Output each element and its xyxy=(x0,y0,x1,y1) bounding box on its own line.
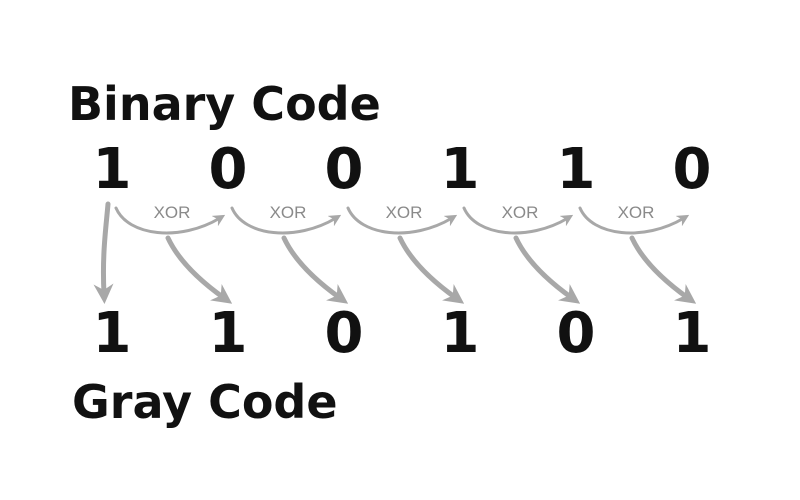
xor-label-2: XOR xyxy=(386,203,423,222)
binary-code-label: Binary Code xyxy=(68,77,381,131)
xor-arrows: XOR XOR XOR XOR XOR xyxy=(93,201,697,304)
binary-digit-0: 1 xyxy=(93,137,132,202)
gray-digit-1: 1 xyxy=(209,301,248,366)
binary-digit-4: 1 xyxy=(557,137,596,202)
result-arrow-4 xyxy=(513,235,581,304)
xor-arrow-1 xyxy=(230,206,342,235)
xor-arrow-0 xyxy=(114,206,226,235)
gray-code-digits: 1 1 0 1 0 1 xyxy=(93,301,712,366)
result-arrow-5 xyxy=(629,235,697,304)
result-arrow-1 xyxy=(165,235,233,304)
xor-label-0: XOR xyxy=(154,203,191,222)
binary-code-digits: 1 0 0 1 1 0 xyxy=(93,137,712,202)
gray-digit-3: 1 xyxy=(441,301,480,366)
gray-code-label: Gray Code xyxy=(72,375,338,429)
xor-arrow-3 xyxy=(462,206,574,235)
gray-digit-5: 1 xyxy=(673,301,712,366)
binary-digit-5: 0 xyxy=(673,137,712,202)
binary-digit-1: 0 xyxy=(209,137,248,202)
binary-digit-3: 1 xyxy=(441,137,480,202)
binary-digit-2: 0 xyxy=(325,137,364,202)
xor-label-1: XOR xyxy=(270,203,307,222)
result-arrow-2 xyxy=(281,235,349,304)
gray-digit-2: 0 xyxy=(325,301,364,366)
xor-label-4: XOR xyxy=(618,203,655,222)
copy-first-bit-arrow xyxy=(93,201,114,304)
gray-digit-4: 0 xyxy=(557,301,596,366)
result-arrow-3 xyxy=(397,235,465,304)
xor-arrow-2 xyxy=(346,206,458,235)
gray-digit-0: 1 xyxy=(93,301,132,366)
xor-arrow-4 xyxy=(578,206,690,235)
xor-label-3: XOR xyxy=(502,203,539,222)
